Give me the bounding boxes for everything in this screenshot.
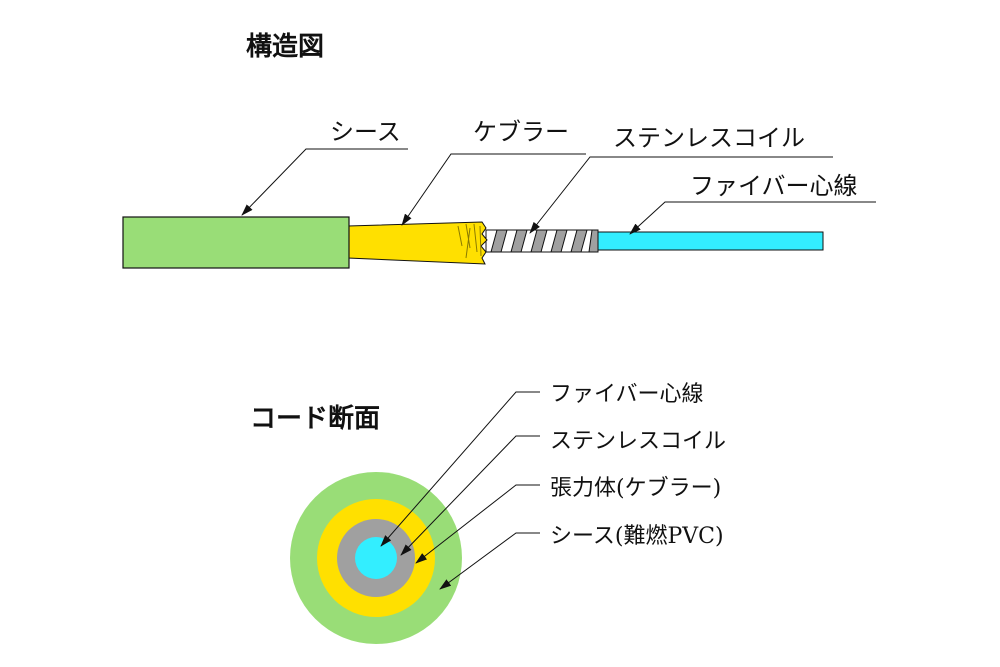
section-heading: コード断面 — [250, 404, 381, 434]
label-kevlar: ケブラー — [473, 118, 569, 146]
leader-kevlar — [401, 153, 586, 226]
label-sheath: シース — [330, 118, 401, 146]
section-leader-fiber — [380, 391, 540, 547]
section-label-steel-coil: ステンレスコイル — [550, 429, 727, 454]
leader-steel-coil — [529, 156, 833, 234]
kevlar-fibers — [457, 223, 482, 259]
label-steel-coil: ステンレスコイル — [613, 124, 805, 152]
section-label-fiber: ファイバー心線 — [550, 382, 704, 407]
section-label-tension: 張力体(ケブラー) — [550, 476, 722, 501]
cable-cross-section — [290, 391, 540, 644]
section-leader-steel-coil — [400, 435, 540, 556]
structure-heading: 構造図 — [246, 32, 325, 62]
fiber-core — [355, 537, 397, 579]
fiber-core-side — [594, 231, 824, 251]
leader-sheath — [241, 148, 408, 216]
section-label-sheath: シース(難燃PVC) — [550, 524, 724, 549]
label-fiber: ファイバー心線 — [690, 172, 858, 200]
sheath-side — [122, 216, 350, 269]
steel-coil-side — [485, 229, 599, 253]
section-leader-tension — [415, 484, 540, 564]
leader-fiber — [629, 201, 876, 235]
cable-side-view — [122, 148, 876, 269]
section-leader-sheath — [439, 532, 540, 590]
